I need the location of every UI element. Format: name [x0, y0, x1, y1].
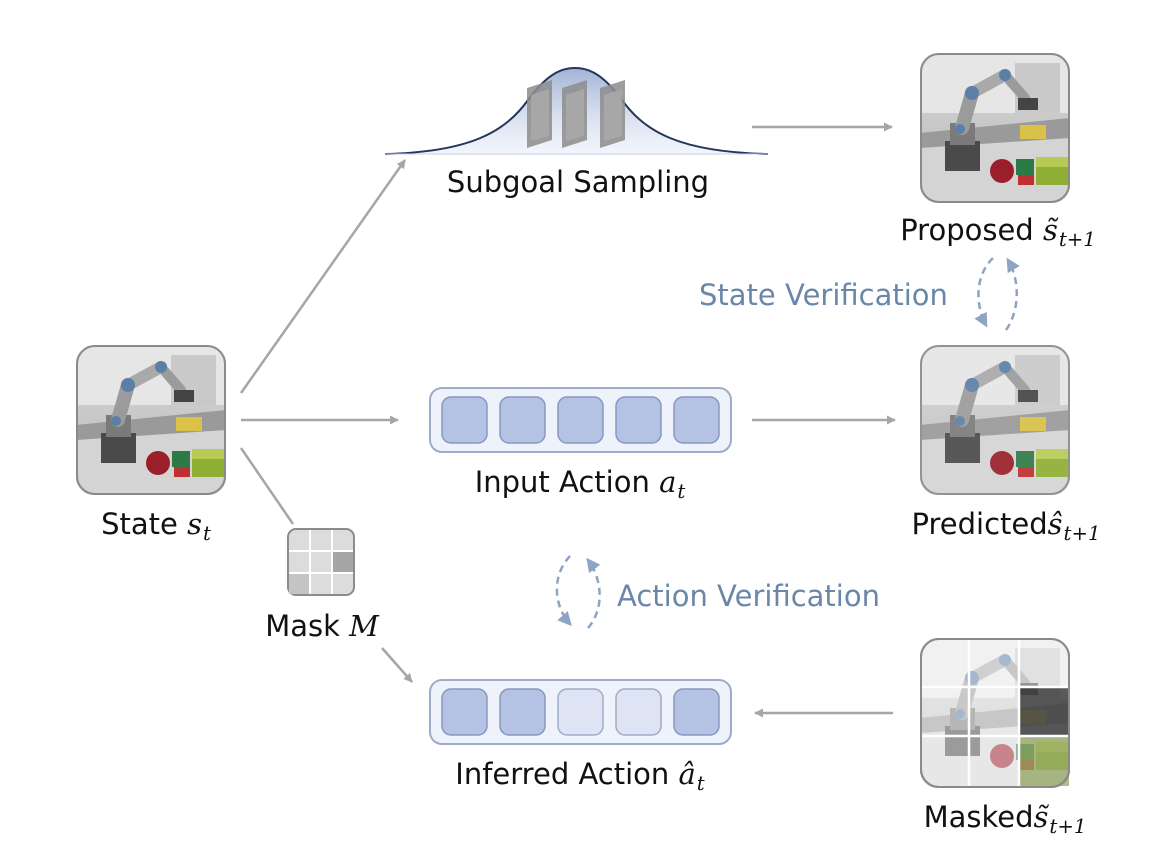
state-verification-label: State Verification: [699, 278, 948, 312]
input-action-symbol: a: [659, 465, 677, 499]
predicted-image: [920, 345, 1070, 495]
input-action-subscript: t: [677, 480, 686, 504]
inferred-action-tokens: [429, 679, 732, 745]
action-verification-arrows: [555, 555, 601, 629]
proposed-symbol: s̃: [1042, 213, 1058, 247]
masked-label: Maskeds̃t+1: [923, 800, 1087, 839]
arrow-state-to-mask: [239, 447, 295, 525]
inferred-action-symbol: â: [678, 757, 696, 791]
input-action-tokens: [429, 387, 732, 453]
input-token-2: [499, 396, 546, 444]
proposed-subscript: t+1: [1058, 228, 1096, 252]
sample-frame-2: [562, 80, 587, 148]
masked-image: [920, 638, 1070, 788]
inferred-action-subscript: t: [696, 772, 705, 796]
inferred-action-label: Inferred Action ât: [455, 757, 705, 796]
input-token-1: [441, 396, 488, 444]
predicted-subscript: t+1: [1063, 522, 1101, 546]
input-action-label: Input Action at: [474, 465, 686, 504]
proposed-label: Proposed s̃t+1: [900, 213, 1096, 252]
masked-subscript: t+1: [1049, 815, 1087, 839]
subgoal-sampling-label: Subgoal Sampling: [446, 165, 710, 199]
arrow-mask-to-inferred-action: [381, 647, 413, 683]
sample-frame-3: [600, 80, 625, 148]
state-symbol: s: [187, 507, 202, 541]
subgoal-sampling-distribution: [384, 66, 769, 155]
sample-frame-1: [527, 80, 552, 148]
inferred-token-1: [441, 688, 488, 736]
state-label: State st: [101, 507, 211, 546]
input-token-5: [673, 396, 720, 444]
mask-symbol: M: [349, 609, 379, 643]
state-verification-arrows: [974, 257, 1020, 331]
mask-grid-icon: [287, 528, 355, 596]
inferred-token-3: [557, 688, 604, 736]
arrow-state-to-subgoal: [239, 159, 407, 394]
proposed-image: [920, 53, 1070, 203]
input-token-3: [557, 396, 604, 444]
inferred-token-5: [673, 688, 720, 736]
state-image: [76, 345, 226, 495]
predicted-label: Predictedŝt+1: [911, 507, 1101, 546]
input-token-4: [615, 396, 662, 444]
masked-symbol: s̃: [1033, 800, 1049, 834]
mask-label: Mask M: [265, 609, 379, 643]
action-verification-label: Action Verification: [617, 579, 880, 613]
predicted-symbol: ŝ: [1047, 507, 1063, 541]
inferred-token-4: [615, 688, 662, 736]
inferred-token-2: [499, 688, 546, 736]
state-subscript: t: [202, 522, 211, 546]
